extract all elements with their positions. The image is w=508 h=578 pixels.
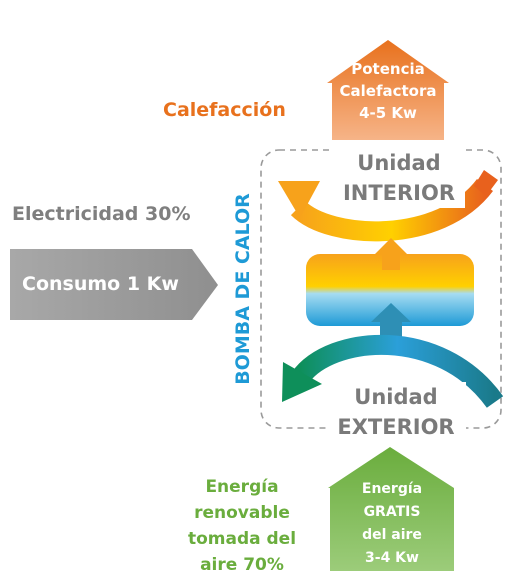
free-energy-line3: del aire: [362, 527, 422, 543]
indoor-unit-line1: Unidad: [357, 151, 441, 175]
indoor-heat-arc: [290, 178, 493, 242]
heating-power-text: Potencia Calefactora 4-5 Kw: [332, 58, 444, 124]
heat-pump-label: BOMBA DE CALOR: [232, 193, 254, 385]
consumption-label: Consumo 1 Kw: [22, 273, 179, 295]
outdoor-cold-arc: [291, 334, 504, 409]
heat-exchanger: [306, 254, 474, 326]
heating-output-arrow: [327, 40, 449, 140]
heating-label: Calefacción: [163, 99, 286, 121]
free-energy-line2: GRATIS: [363, 504, 421, 520]
heating-power-line1: Potencia: [351, 60, 425, 78]
indoor-unit-label: Unidad INTERIOR: [333, 148, 465, 208]
indoor-heat-arrowhead: [278, 181, 320, 218]
electricity-input-arrow: [10, 249, 218, 320]
free-energy-line1: Energía: [361, 481, 423, 497]
outdoor-unit-label: Unidad EXTERIOR: [326, 382, 466, 442]
electricity-label: Electricidad 30%: [12, 203, 191, 225]
renewable-line1: Energía: [205, 477, 279, 497]
renewable-line3: tomada del: [187, 529, 297, 549]
indoor-unit-line2: INTERIOR: [342, 181, 456, 205]
outdoor-cold-arrowhead: [282, 362, 322, 402]
upper-transfer-arrow: [375, 238, 407, 270]
heating-power-line2: Calefactora: [339, 82, 437, 100]
indoor-heat-arc-tip: [474, 170, 498, 196]
renewable-line4: aire 70%: [200, 555, 284, 575]
outdoor-unit-line1: Unidad: [354, 385, 438, 409]
outdoor-unit-line2: EXTERIOR: [337, 415, 455, 439]
free-energy-text: Energía GRATIS del aire 3-4 Kw: [330, 478, 454, 570]
renewable-line2: renovable: [194, 503, 290, 523]
free-energy-input-arrow: [328, 447, 454, 571]
heating-power-line3: 4-5 Kw: [359, 104, 417, 122]
free-energy-line4: 3-4 Kw: [365, 550, 419, 566]
renewable-energy-label: Energía renovable tomada del aire 70%: [172, 474, 312, 578]
